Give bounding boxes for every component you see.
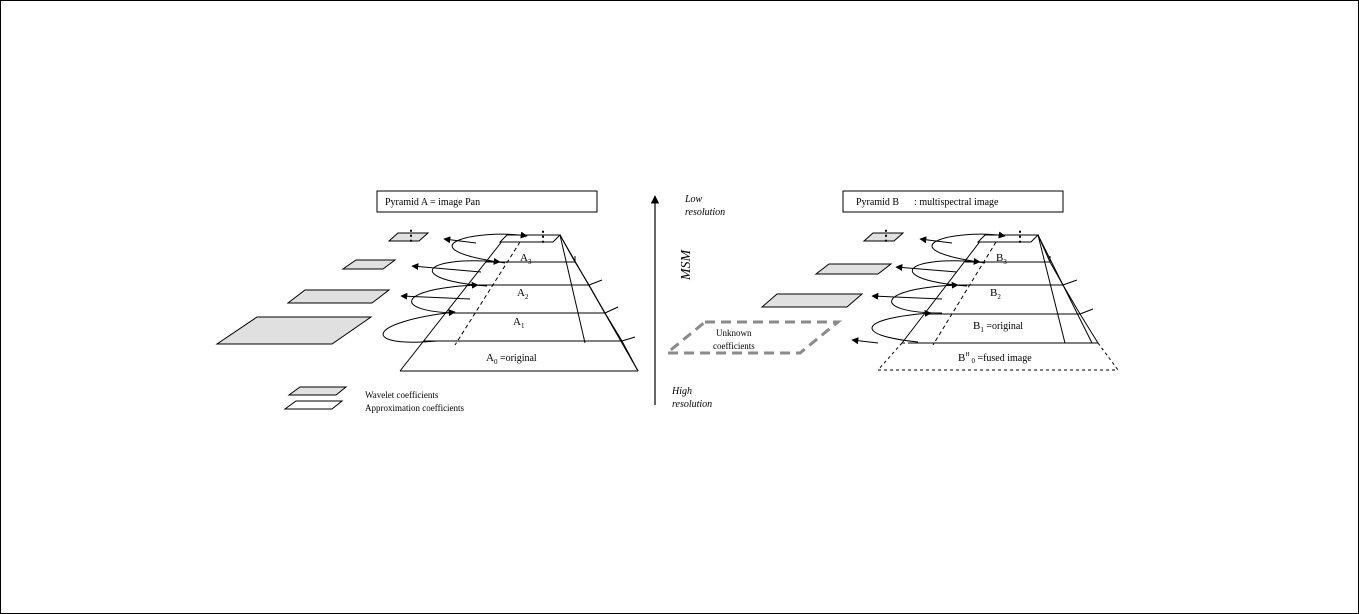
- level-a1-label: A1: [513, 316, 525, 330]
- fused-level-dashed: [877, 342, 1119, 371]
- wavelet-plate-a0: [215, 316, 373, 345]
- pyramid-a: [376, 190, 639, 372]
- pyramid-b-title: Pyramid B : multispectral image: [856, 197, 999, 208]
- level-a2-label: A2: [517, 287, 529, 301]
- legend-wavelet-swatch: [287, 386, 348, 396]
- level-b3-label: B3: [996, 252, 1007, 266]
- level-b0-label: BH 0 =fused image: [958, 352, 1032, 365]
- legend-approximation-label: Approximation coefficients: [365, 403, 465, 413]
- wavelet-plate-b3: [862, 232, 905, 242]
- pyramid-b-top-dots: ⋮: [1013, 230, 1027, 245]
- axis-top-line1: Low: [684, 194, 703, 205]
- level-a0-label: A0 =original: [486, 352, 537, 366]
- decomposition-arrows-a: [382, 231, 528, 343]
- unknown-coefficients-line1: Unknown: [716, 328, 752, 338]
- axis-top-line2: resolution: [685, 207, 725, 218]
- pyramid-a-title: Pyramid A = image Pan: [385, 197, 480, 208]
- plate-b3-dots: ⋮: [879, 229, 893, 244]
- legend-approximation-swatch: [283, 400, 344, 410]
- wavelet-plate-a1: [286, 289, 391, 304]
- legend: [283, 386, 348, 410]
- axis-bottom-line2: resolution: [672, 399, 712, 410]
- legend-wavelet-label: Wavelet coefficients: [365, 390, 439, 400]
- wavelet-plate-b2: [814, 263, 893, 275]
- pyramid-b: [842, 190, 1119, 371]
- level-b1-label: B1 =original: [973, 320, 1023, 334]
- pyramid-a-top-dots: ⋮: [536, 230, 550, 245]
- pyramid-b-title-box: [842, 190, 1064, 213]
- wavelet-plate-a2: [341, 259, 397, 270]
- pyramid-a-title-box: [376, 190, 598, 213]
- unknown-coefficients-line2: coefficients: [713, 341, 755, 351]
- unknown-coefficients-plate: [662, 320, 843, 355]
- wavelet-plate-a3: [387, 232, 430, 242]
- wavelet-plates-a: [215, 232, 430, 345]
- plate-a3-dots: ⋮: [404, 229, 418, 244]
- wavelet-plates-b: [760, 232, 905, 308]
- axis-bottom-line1: High: [671, 386, 692, 397]
- wavelet-plate-b1: [760, 293, 864, 308]
- level-b2-label: B2: [990, 287, 1001, 301]
- decomposition-arrows-b: [851, 231, 1006, 345]
- axis-middle-label: MSM: [679, 249, 694, 282]
- level-a3-label: A3: [520, 252, 532, 266]
